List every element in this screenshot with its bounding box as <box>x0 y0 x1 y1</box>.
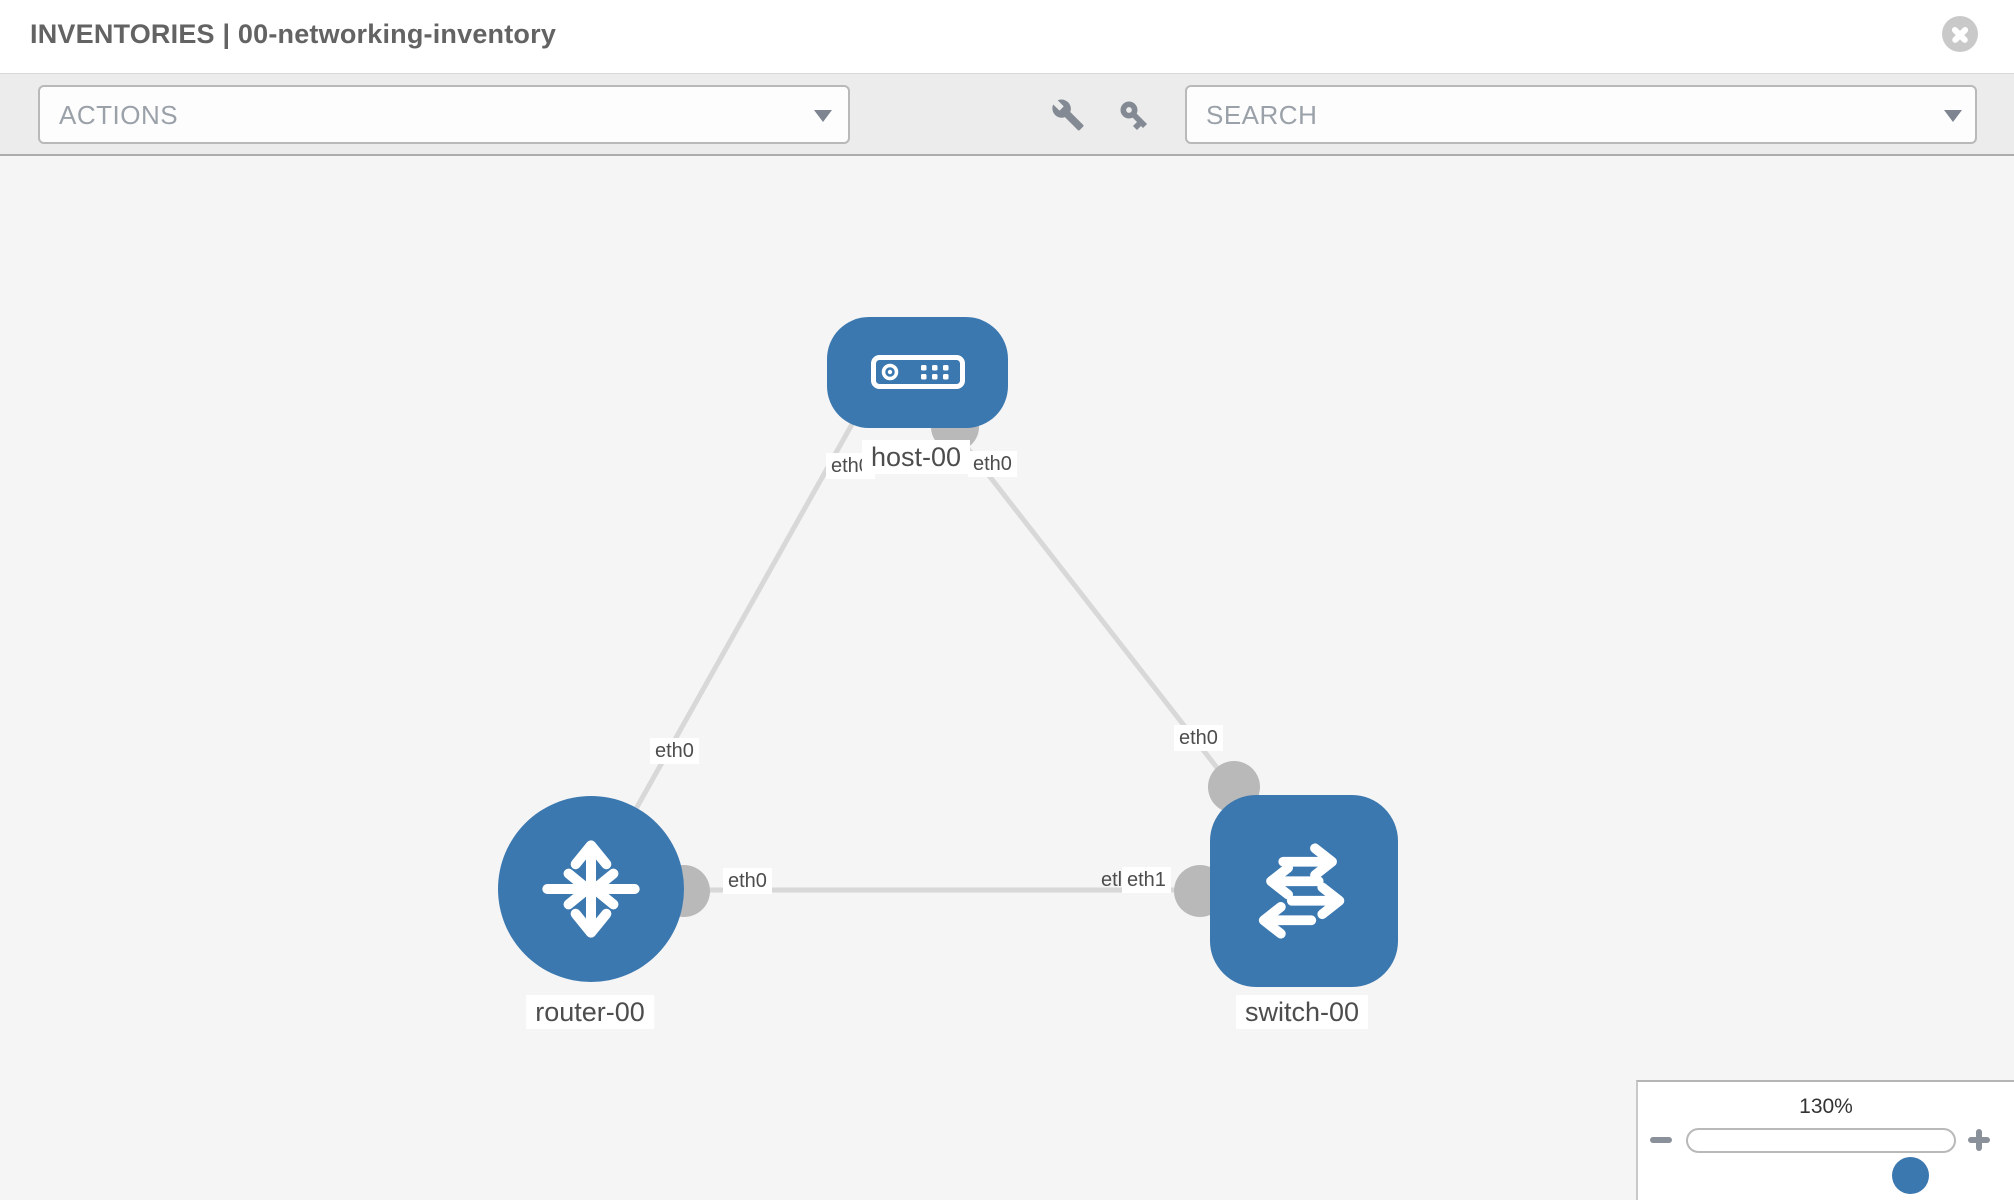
host-icon <box>871 355 965 389</box>
key-icon <box>1120 101 1148 131</box>
node-router-00[interactable] <box>498 796 684 982</box>
zoom-control-panel: 130% <box>1636 1080 2014 1200</box>
zoom-level-value: 130% <box>1799 1095 1853 1118</box>
interface-label: eth0 <box>1174 725 1223 751</box>
node-label-host-00: host-00 <box>861 440 971 474</box>
zoom-slider-track[interactable] <box>1686 1128 1956 1194</box>
zoom-slider-thumb[interactable] <box>1892 1157 1929 1194</box>
interface-label: eth1 <box>1122 867 1171 893</box>
toolbar: ACTIONS SEARCH <box>0 73 2014 156</box>
chevron-down-icon <box>814 110 832 122</box>
interface-label: eth0 <box>650 738 699 764</box>
actions-dropdown[interactable]: ACTIONS <box>38 85 850 144</box>
node-label-router-00: router-00 <box>526 995 654 1029</box>
interface-label: eth0 <box>723 868 772 894</box>
node-switch-00[interactable] <box>1210 795 1398 987</box>
plus-icon <box>1976 1129 1982 1151</box>
header: INVENTORIES | 00-networking-inventory <box>0 0 2014 73</box>
link-host-switch[interactable] <box>953 430 1252 812</box>
zoom-out-button[interactable] <box>1650 1137 1672 1143</box>
search-placeholder: SEARCH <box>1206 100 1318 130</box>
links-layer <box>588 403 1260 917</box>
chevron-down-icon <box>1944 110 1962 122</box>
node-host-00[interactable] <box>827 317 1008 428</box>
page-title: INVENTORIES | 00-networking-inventory <box>30 19 557 49</box>
actions-dropdown-label: ACTIONS <box>59 100 179 130</box>
zoom-in-button[interactable] <box>1968 1129 1990 1151</box>
interface-label: eth0 <box>968 451 1017 477</box>
search-dropdown[interactable]: SEARCH <box>1185 85 1977 144</box>
close-button[interactable] <box>1942 16 1978 52</box>
router-icon <box>542 840 640 938</box>
topology-canvas[interactable]: eth0 host-00 eth0 eth0 eth0 eth0 etl eth… <box>0 156 2014 1200</box>
node-label-switch-00: switch-00 <box>1235 995 1369 1029</box>
interface-label-clipped: etl <box>1101 869 1123 891</box>
configure-button[interactable] <box>1051 98 1085 132</box>
switch-icon <box>1258 843 1345 939</box>
wrench-icon <box>1052 99 1084 131</box>
credentials-button[interactable] <box>1117 98 1151 132</box>
